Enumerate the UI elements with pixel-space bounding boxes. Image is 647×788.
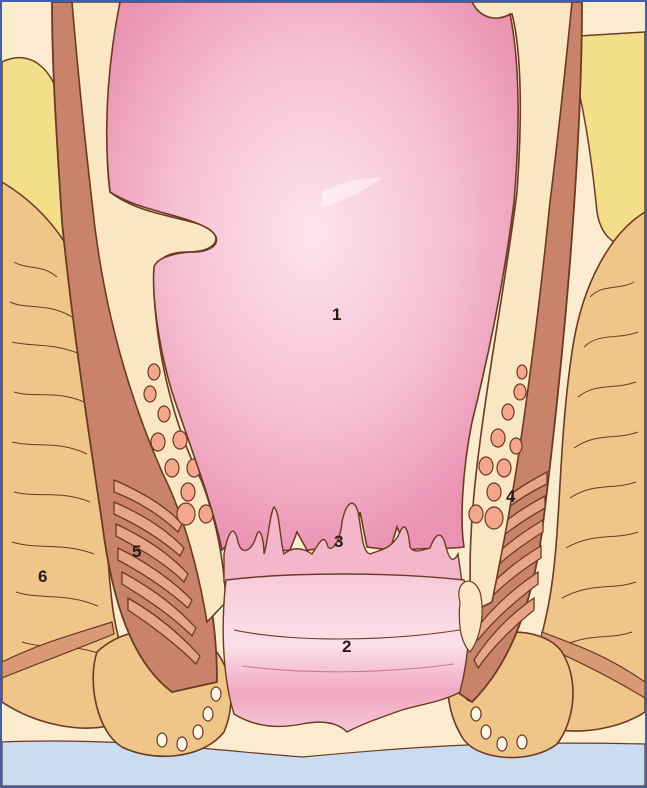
label-6: 6 — [38, 567, 47, 586]
label-1: 1 — [332, 305, 341, 324]
label-4: 4 — [506, 487, 516, 506]
label-3: 3 — [334, 532, 343, 551]
label-2: 2 — [342, 637, 351, 656]
label-5: 5 — [132, 542, 141, 561]
